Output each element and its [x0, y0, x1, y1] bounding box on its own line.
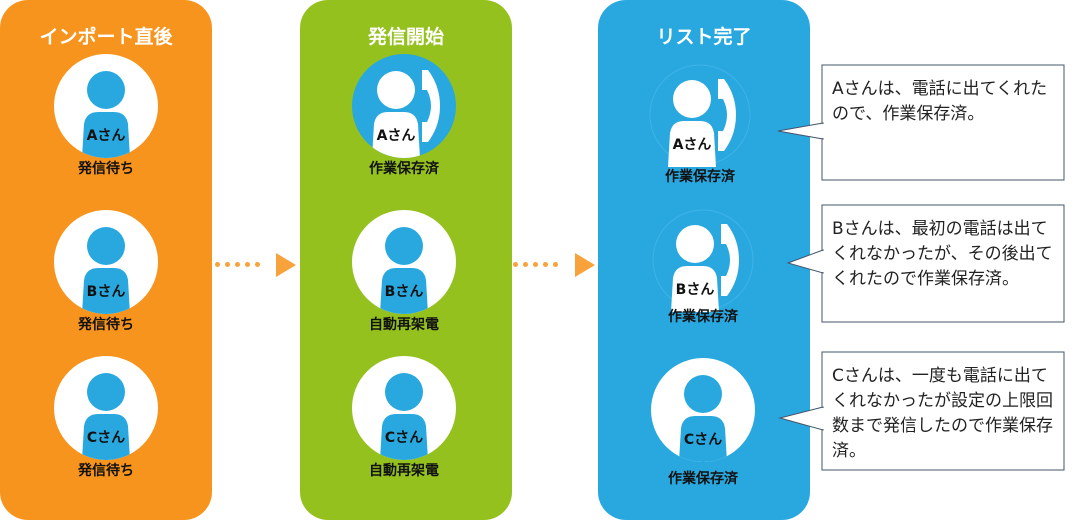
contact-avatar: Aさん — [648, 63, 752, 167]
contact-name: Bさん — [87, 284, 126, 300]
person-body-icon — [668, 121, 716, 167]
contact-status: 発信待ち — [78, 317, 134, 333]
flow-arrow-dots-1 — [215, 262, 260, 268]
contact-status: 作業保存済 — [665, 169, 735, 185]
contact-status: 作業保存済 — [668, 471, 738, 487]
callout-text: Cさんは、一度も電話に出てくれなかったが設定の上限回数まで発信したので作業保存済… — [832, 366, 1053, 461]
contact-avatar: Aさん — [352, 54, 456, 158]
person-head-icon — [385, 227, 423, 265]
contact-name: Bさん — [385, 284, 424, 300]
phone-icon — [422, 70, 440, 142]
contact-name: Bさん — [676, 282, 715, 298]
person-body-icon — [380, 268, 428, 314]
contact-name: Aさん — [673, 137, 712, 153]
flow-arrow-head-1 — [276, 253, 296, 277]
person-body-icon — [82, 112, 130, 158]
contact-status: 作業保存済 — [369, 161, 439, 177]
person-head-icon — [673, 80, 711, 118]
explanation-callout: Aさんは、電話に出てくれたので、作業保存済。 — [777, 64, 1065, 181]
contact-avatar: Bさん — [54, 210, 158, 314]
contact-status: 自動再架電 — [369, 317, 439, 333]
contact-avatar: Bさん — [651, 208, 755, 312]
person-body-icon — [380, 414, 428, 460]
person-head-icon — [87, 373, 125, 411]
person-body-icon — [372, 112, 420, 158]
stage-title: 発信開始 — [367, 26, 444, 48]
callout-text: Bさんは、最初の電話は出てくれなかったが、その後出てくれたので作業保存済。 — [832, 219, 1053, 289]
flow-arrow-head-2 — [575, 253, 595, 277]
person-body-icon — [671, 266, 719, 312]
phone-icon — [718, 79, 736, 151]
flow-arrow-dots-2 — [513, 262, 558, 268]
contact-status: 作業保存済 — [668, 309, 738, 325]
contact-avatar: Cさん — [651, 358, 755, 462]
explanation-callout: Cさんは、一度も電話に出てくれなかったが設定の上限回数まで発信したので作業保存済… — [778, 351, 1065, 471]
person-head-icon — [87, 71, 125, 109]
phone-icon — [721, 224, 739, 296]
contact-avatar: Cさん — [352, 356, 456, 460]
person-body-icon — [679, 416, 727, 462]
contact-name: Aさん — [377, 128, 416, 144]
contact-status: 自動再架電 — [369, 463, 439, 479]
contact-avatar: Aさん — [54, 54, 158, 158]
contact-name: Cさん — [385, 430, 423, 446]
contact-avatar: Bさん — [352, 210, 456, 314]
person-head-icon — [676, 225, 714, 263]
contact-name: Aさん — [87, 128, 126, 144]
stage-title: リスト完了 — [656, 26, 752, 48]
contact-name: Cさん — [87, 430, 125, 446]
callout-text: Aさんは、電話に出てくれたので、作業保存済。 — [832, 79, 1048, 124]
explanation-callout: Bさんは、最初の電話は出てくれなかったが、その後出てくれたので作業保存済。 — [786, 204, 1065, 323]
contact-status: 発信待ち — [78, 463, 134, 479]
person-head-icon — [87, 227, 125, 265]
contact-name: Cさん — [684, 432, 722, 448]
person-body-icon — [82, 414, 130, 460]
contact-status: 発信待ち — [78, 161, 134, 177]
person-head-icon — [385, 373, 423, 411]
person-body-icon — [82, 268, 130, 314]
person-head-icon — [377, 71, 415, 109]
stage-title: インポート直後 — [39, 26, 173, 48]
person-head-icon — [684, 375, 722, 413]
contact-avatar: Cさん — [54, 356, 158, 460]
